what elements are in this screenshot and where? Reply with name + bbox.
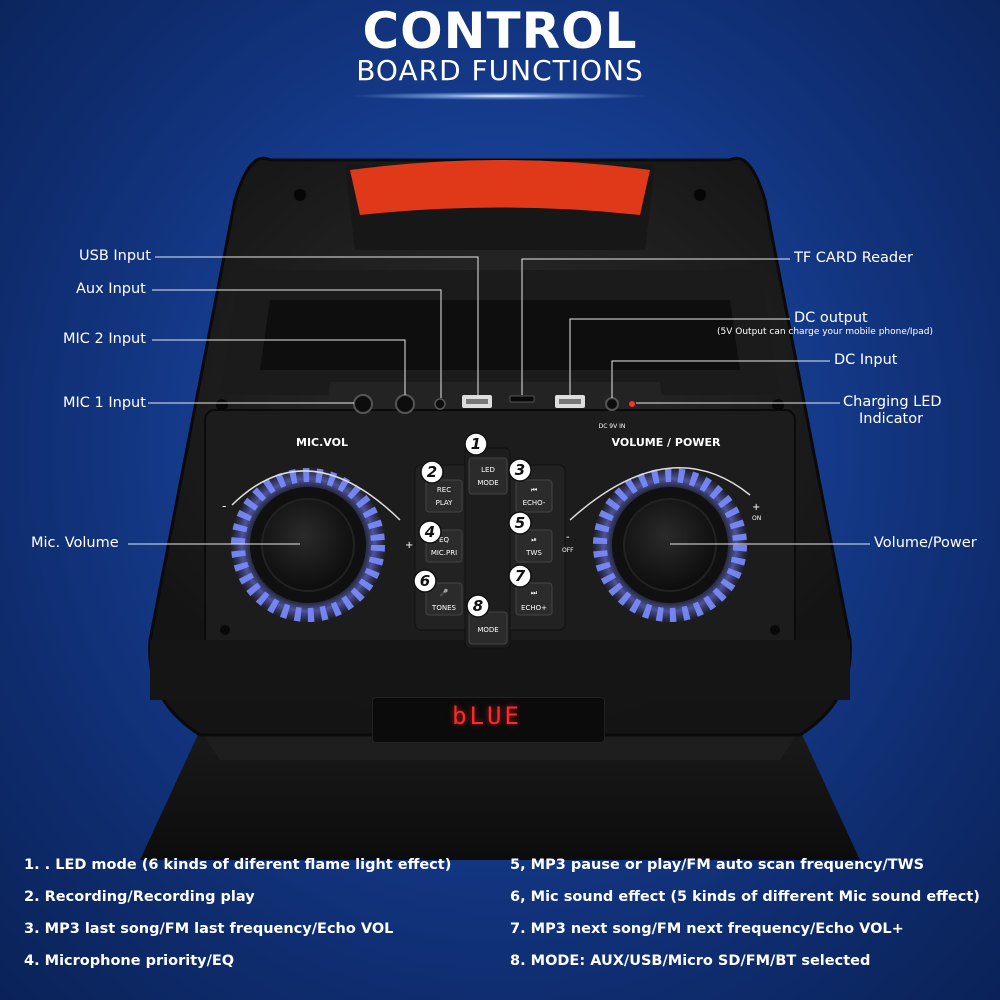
speaker-grill (140, 730, 860, 860)
button-prev-echo-minus[interactable]: ⏮ ECHO- (515, 479, 553, 513)
svg-text:MIC.PRI: MIC.PRI (431, 549, 457, 557)
svg-text:PLAY: PLAY (436, 499, 454, 507)
mic-vol-label: MIC.VOL (296, 436, 348, 449)
svg-text:2: 2 (427, 463, 437, 481)
tf-slot (509, 395, 535, 403)
callout-volume-power: Volume/Power (874, 535, 977, 551)
volume-power-label: VOLUME / POWER (612, 436, 721, 449)
volume-power-knob (592, 467, 748, 623)
mic1-jack (353, 394, 373, 414)
led-display-text: bLUE (452, 702, 522, 730)
volume-on-label: ON (752, 515, 761, 522)
note-left-4: 4. Microphone priority/EQ (24, 953, 235, 969)
handle-grip (350, 160, 650, 215)
note-left-1: 1. . LED mode (6 kinds of diferent flame… (24, 857, 452, 873)
callout-aux-input: Aux Input (76, 281, 146, 297)
title-sub: BOARD FUNCTIONS (356, 54, 644, 87)
badge-8: 8 (466, 594, 490, 618)
svg-text:3: 3 (515, 461, 525, 479)
badge-1: 1 (464, 432, 488, 456)
mic-vol-plus: + (405, 540, 413, 551)
volume-plus: + (752, 502, 760, 513)
callout-usb-input: USB Input (79, 248, 151, 264)
svg-text:REC: REC (437, 486, 451, 494)
svg-text:⏭: ⏭ (531, 589, 538, 597)
button-next-echo-plus[interactable]: ⏭ ECHO+ (515, 582, 553, 616)
callout-tf-card-reader: TF CARD Reader (794, 250, 914, 266)
badge-2: 2 (420, 460, 444, 484)
svg-text:7: 7 (515, 567, 526, 585)
title-main: CONTROL (362, 2, 638, 60)
svg-text:⏯: ⏯ (531, 536, 537, 544)
badge-3: 3 (508, 458, 532, 482)
dc-in-label: DC 9V IN (599, 423, 626, 430)
badge-7: 7 (508, 564, 532, 588)
svg-text:TWS: TWS (525, 549, 542, 557)
svg-text:ECHO-: ECHO- (523, 499, 546, 507)
volume-off-label: OFF (562, 547, 574, 554)
button-led-mode[interactable]: LED MODE (468, 457, 508, 495)
note-right-5: 5, MP3 pause or play/FM auto scan freque… (510, 857, 925, 873)
badge-4: 4 (418, 520, 442, 544)
svg-text:EQ: EQ (439, 536, 449, 544)
svg-text:6: 6 (420, 572, 430, 590)
callout-dc-input: DC Input (834, 352, 898, 368)
svg-text:4: 4 (424, 523, 435, 541)
callout-dc-output-note: (5V Output can charge your mobile phone/… (717, 327, 934, 337)
svg-text:5: 5 (515, 514, 525, 532)
note-right-8: 8. MODE: AUX/USB/Micro SD/FM/BT selected (510, 953, 871, 969)
charging-led (629, 401, 635, 407)
callout-charging-led-line1: Charging LED (843, 394, 942, 410)
button-led-mode-line1: LED (481, 466, 495, 474)
note-left-3: 3. MP3 last song/FM last frequency/Echo … (24, 921, 394, 937)
svg-text:🎤: 🎤 (440, 588, 449, 597)
upper-handle-slot (260, 300, 740, 370)
mic-vol-minus: - (222, 499, 226, 513)
button-mic-tones[interactable]: 🎤 TONES (425, 582, 463, 616)
title-underline-glow (350, 92, 650, 100)
svg-text:8: 8 (473, 597, 483, 615)
note-left-2: 2. Recording/Recording play (24, 889, 255, 905)
button-play-pause-tws[interactable]: ⏯ TWS (515, 529, 553, 563)
callout-mic2-input: MIC 2 Input (63, 331, 146, 347)
button-rec-play[interactable]: REC PLAY (425, 479, 463, 513)
badge-5: 5 (508, 511, 532, 535)
svg-text:⏮: ⏮ (531, 486, 537, 494)
callout-dc-output: DC output (794, 310, 868, 326)
svg-text:ECHO+: ECHO+ (521, 604, 547, 612)
badge-6: 6 (413, 569, 437, 593)
callout-mic1-input: MIC 1 Input (63, 395, 146, 411)
mic-volume-knob (230, 467, 386, 623)
volume-minus: - (566, 532, 570, 543)
aux-jack (434, 398, 446, 410)
callout-mic-volume: Mic. Volume (31, 535, 119, 551)
note-right-6: 6, Mic sound effect (5 kinds of differen… (510, 889, 980, 905)
note-right-7: 7. MP3 next song/FM next frequency/Echo … (510, 921, 904, 937)
svg-text:1: 1 (471, 435, 481, 453)
callout-charging-led-line2: Indicator (859, 411, 924, 427)
svg-text:TONES: TONES (431, 604, 456, 612)
led-display (372, 697, 605, 743)
button-led-mode-line2: MODE (477, 479, 498, 487)
svg-text:MODE: MODE (477, 626, 498, 634)
